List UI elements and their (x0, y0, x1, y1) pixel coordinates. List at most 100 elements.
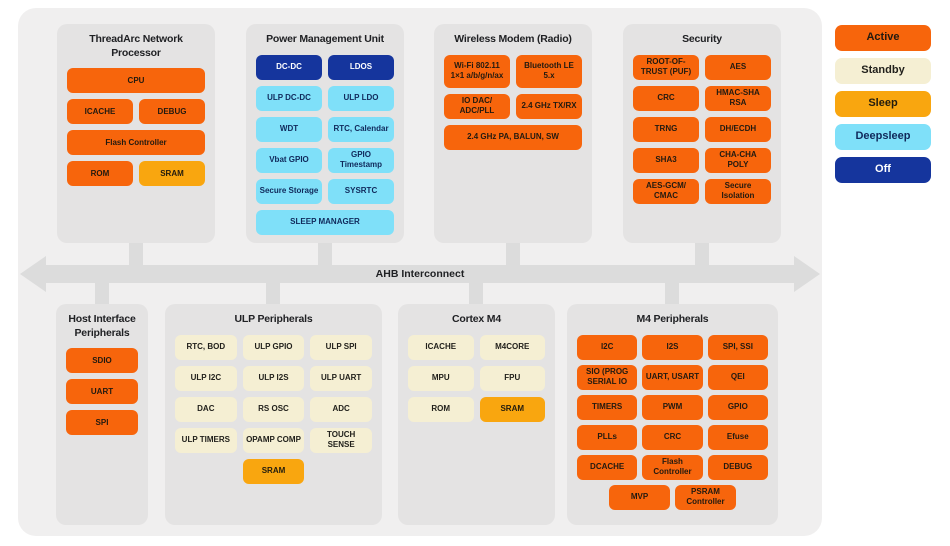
m4-block-gpio: GPIO (707, 394, 768, 420)
pmu-block-vbat-gpio: Vbat GPIO (256, 147, 322, 173)
ulp-block-rs-osc: RS OSC (242, 396, 305, 422)
connector-wireless (506, 238, 520, 266)
cortexm4-block-rom: ROM (408, 396, 474, 422)
ulp-block-ulp-gpio: ULP GPIO (242, 334, 305, 360)
panel-ulp-peripherals: ULP Peripherals RTC, BOD ULP GPIO ULP SP… (165, 304, 382, 525)
m4-block-efuse: Efuse (707, 424, 768, 450)
panel-title: Cortex M4 (452, 313, 501, 325)
panel-power-management-unit: Power Management Unit DC-DC LDOS ULP DC-… (246, 24, 404, 243)
m4-block-sio-prog-serial-io: SIO (PROG SERIAL IO (577, 364, 638, 390)
threadarc-block-icache: ICACHE (67, 99, 133, 125)
ulp-block-rtc-bod: RTC, BOD (175, 334, 237, 360)
threadarc-block-rom: ROM (67, 161, 133, 187)
ulp-block-opamp-comp: OPAMP COMP (242, 427, 305, 453)
panel-title: Wireless Modem (Radio) (454, 33, 572, 45)
panel-wireless-modem-radio: Wireless Modem (Radio) Wi-Fi 802.11 1×1 … (434, 24, 592, 243)
security-block-secure-isolation: Secure Isolation (705, 178, 771, 204)
ulp-block-dac: DAC (175, 396, 237, 422)
pmu-block-rtc-calendar: RTC, Calendar (328, 116, 394, 142)
ulp-block-ulp-i2s: ULP I2S (242, 365, 305, 391)
connector-cortexm4 (469, 282, 483, 306)
pmu-block-ulp-ldo: ULP LDO (328, 85, 394, 111)
host-block-uart: UART (66, 379, 138, 405)
m4-block-debug: DEBUG (707, 454, 768, 480)
m4-block-pwm: PWM (642, 394, 703, 420)
wireless-block-bluetooth-le: Bluetooth LE 5.x (516, 54, 582, 88)
ulp-block-touch-sense: TOUCH SENSE (310, 427, 372, 453)
pmu-block-ulp-dc-dc: ULP DC-DC (256, 85, 322, 111)
m4-block-uart-usart: UART, USART (642, 364, 703, 390)
security-block-trng: TRNG (633, 116, 699, 142)
legend-standby: Standby (835, 58, 931, 84)
m4-block-timers: TIMERS (577, 394, 638, 420)
pmu-block-wdt: WDT (256, 116, 322, 142)
connector-pmu (318, 238, 332, 266)
security-block-dh-ecdh: DH/ECDH (705, 116, 771, 142)
pmu-block-secure-storage: Secure Storage (256, 178, 322, 204)
wireless-block-24ghz-pa-balun-sw: 2.4 GHz PA, BALUN, SW (444, 124, 582, 150)
connector-threadarc (129, 238, 143, 266)
panel-threadarc-network-processor: ThreadArc Network Processor CPU ICACHE D… (57, 24, 215, 243)
security-block-sha3: SHA3 (633, 147, 699, 173)
ulp-block-sram: SRAM (243, 458, 304, 484)
m4-block-psram-controller: PSRAM Controller (675, 484, 736, 510)
pmu-block-sysrtc: SYSRTC (328, 178, 394, 204)
security-block-cha-cha-poly: CHA-CHA POLY (705, 147, 771, 173)
security-block-aes-gcm-cmac: AES-GCM/ CMAC (633, 178, 699, 204)
panel-cortex-m4: Cortex M4 ICACHE M4CORE MPU FPU ROM SRAM (398, 304, 555, 525)
cortexm4-block-m4core: M4CORE (479, 334, 545, 360)
m4-block-qei: QEI (707, 364, 768, 390)
panel-title: ThreadArc Network Processor (89, 33, 183, 59)
panel-m4-peripherals: M4 Peripherals I2C I2S SPI, SSI SIO (PRO… (567, 304, 778, 525)
host-block-spi: SPI (66, 410, 138, 436)
security-block-hmac-sha-rsa: HMAC-SHA RSA (705, 85, 771, 111)
security-block-root-of-trust: ROOT-OF-TRUST (PUF) (633, 54, 699, 80)
panel-title: Host Interface Peripherals (68, 313, 136, 339)
panel-title: M4 Peripherals (636, 313, 709, 325)
pmu-block-ldos: LDOS (328, 54, 394, 80)
ulp-block-ulp-timers: ULP TIMERS (175, 427, 237, 453)
bus-arrow-right-icon (794, 256, 820, 292)
m4-block-plls: PLLs (577, 424, 638, 450)
connector-host (95, 282, 109, 306)
threadarc-block-cpu: CPU (67, 68, 205, 94)
m4-block-dcache: DCACHE (577, 454, 638, 480)
threadarc-block-debug: DEBUG (139, 99, 205, 125)
legend-sleep: Sleep (835, 91, 931, 117)
cortexm4-block-mpu: MPU (408, 365, 474, 391)
cortexm4-block-icache: ICACHE (408, 334, 474, 360)
cortexm4-block-fpu: FPU (479, 365, 545, 391)
bus-label: AHB Interconnect (375, 268, 465, 280)
security-block-crc: CRC (633, 85, 699, 111)
power-state-legend: Active Standby Sleep Deepsleep Off (835, 25, 931, 183)
threadarc-block-sram: SRAM (139, 161, 205, 187)
wireless-block-24ghz-tx-rx: 2.4 GHz TX/RX (516, 93, 582, 119)
m4-block-mvp: MVP (609, 484, 670, 510)
security-block-aes: AES (705, 54, 771, 80)
ulp-block-ulp-uart: ULP UART (310, 365, 372, 391)
bus-arrow-left-icon (20, 256, 46, 292)
legend-active: Active (835, 25, 931, 51)
ulp-block-ulp-spi: ULP SPI (310, 334, 372, 360)
m4-block-flash-controller: Flash Controller (642, 454, 703, 480)
pmu-block-sleep-manager: SLEEP MANAGER (256, 209, 394, 235)
pmu-block-dc-dc: DC-DC (256, 54, 322, 80)
connector-security (695, 238, 709, 266)
m4-block-i2c: I2C (577, 334, 638, 360)
legend-deepsleep: Deepsleep (835, 124, 931, 150)
ulp-block-ulp-i2c: ULP I2C (175, 365, 237, 391)
wireless-block-io-dac-adc-pll: IO DAC/ ADC/PLL (444, 93, 510, 119)
pmu-block-gpio-timestamp: GPIO Timestamp (328, 147, 394, 173)
panel-title: Power Management Unit (266, 33, 384, 45)
ahb-interconnect-bus: AHB Interconnect (44, 265, 796, 283)
m4-block-spi-ssi: SPI, SSI (707, 334, 768, 360)
connector-ulp (266, 282, 280, 306)
wireless-block-wifi: Wi-Fi 802.11 1×1 a/b/g/n/ax (444, 54, 510, 88)
panel-security: Security ROOT-OF-TRUST (PUF) AES CRC HMA… (623, 24, 781, 243)
panel-title: Security (682, 33, 722, 45)
threadarc-block-flash-controller: Flash Controller (67, 130, 205, 156)
panel-host-interface-peripherals: Host Interface Peripherals SDIO UART SPI (56, 304, 148, 525)
m4-block-i2s: I2S (642, 334, 703, 360)
host-block-sdio: SDIO (66, 348, 138, 374)
ulp-block-adc: ADC (310, 396, 372, 422)
